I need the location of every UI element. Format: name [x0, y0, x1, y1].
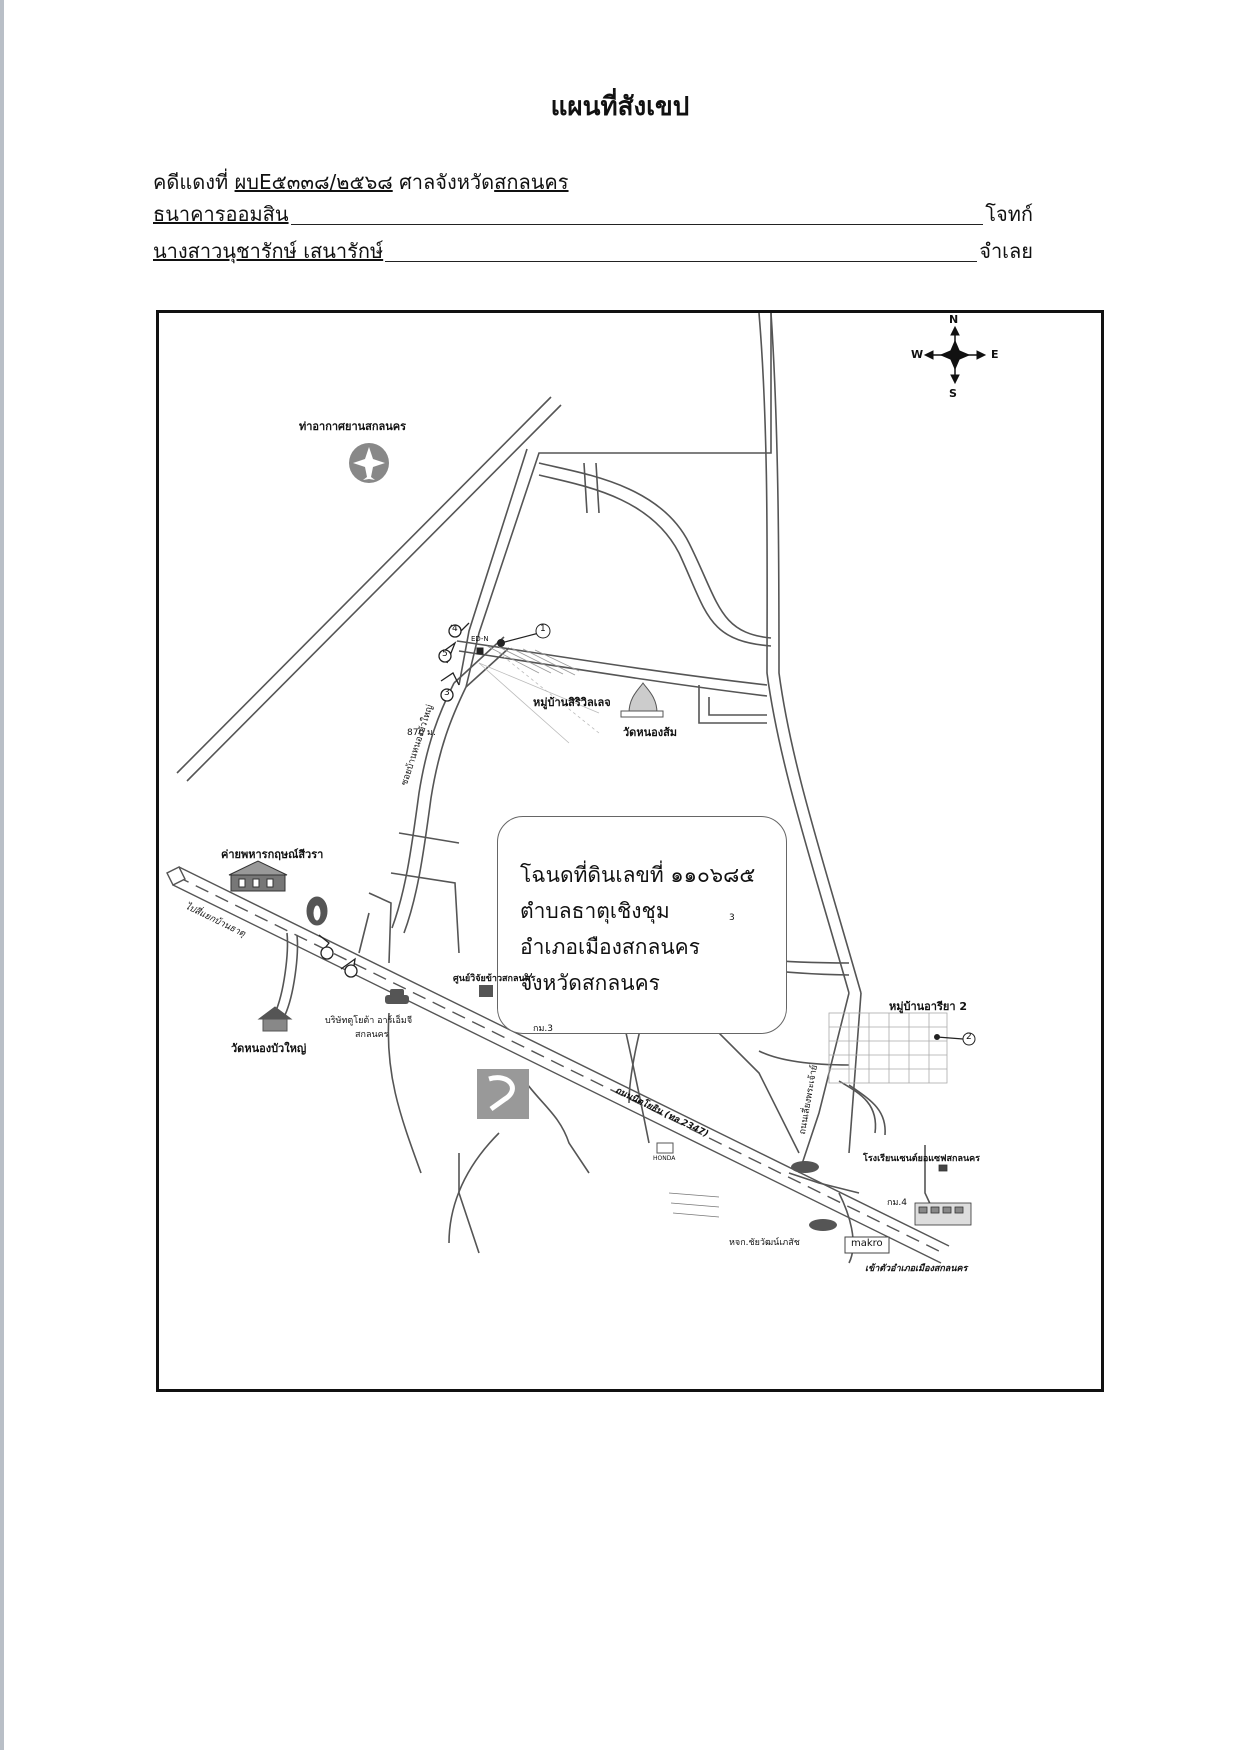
- label-km3: กม.3: [533, 1024, 553, 1034]
- label-army-camp: ค่ายพหารกฤษณ์สีวรา: [221, 848, 324, 861]
- honda-icon: [656, 1142, 674, 1154]
- court-prefix: ศาลจังหวัด: [392, 170, 495, 194]
- compass-w: W: [911, 348, 924, 361]
- rice-center-icon: [479, 985, 493, 997]
- defendant-name: นางสาวนุชารักษ์ เสนารักษ์: [153, 239, 384, 263]
- army-camp-icon: [228, 860, 288, 892]
- marker-1: 1: [540, 624, 546, 634]
- defendant-role: จำเลย: [979, 239, 1033, 263]
- label-to-city: เข้าตัวอำเภอเมืองสกลนคร: [865, 1264, 968, 1274]
- marker-2: 2: [966, 1032, 972, 1042]
- label-shop: หจก.ชัยวัฒน์เภสัช: [729, 1238, 800, 1248]
- deed-info-box: โฉนดที่ดินเลขที่ ๑๑๐๖๘๕ ตำบลธาตุเชิงชุม …: [497, 816, 787, 1034]
- village-ariya-grid: [828, 1012, 948, 1084]
- defendant-line: นางสาวนุชารักษ์ เสนารักษ์ จำเลย: [153, 239, 1033, 267]
- sketch-map: โฉนดที่ดินเลขที่ ๑๑๐๖๘๕ ตำบลธาตุเชิงชุม …: [156, 310, 1104, 1392]
- village-siri-hatch: [478, 645, 600, 744]
- makro-box: [844, 1236, 890, 1254]
- marker-4: 4: [452, 624, 458, 634]
- map-drawing: [166, 313, 987, 1264]
- compass-s: S: [949, 387, 957, 400]
- airport-runway: [176, 396, 562, 782]
- scan-edge: [0, 0, 4, 1750]
- plaintiff-role: โจทก์: [985, 202, 1033, 226]
- label-makro: makro: [851, 1238, 883, 1249]
- plaintiff-name: ธนาคารออมสิน: [153, 202, 289, 226]
- nissan-icon: [791, 1161, 819, 1173]
- label-honda: HONDA: [653, 1155, 676, 1162]
- label-toyota: บริษัทตูโยต้า อาร์เอ็มจี: [325, 1016, 413, 1026]
- compass-e: E: [991, 348, 999, 361]
- point-code: ED-N: [471, 635, 489, 643]
- label-school: โรงเรียนเซนต์ยอแซฟสกลนคร: [863, 1154, 981, 1164]
- marker-3b: 3: [729, 913, 735, 923]
- compass-icon: [923, 325, 987, 385]
- marker-3: 3: [444, 688, 450, 698]
- court-province: สกลนคร: [494, 170, 569, 194]
- deed-line-4: จังหวัดสกลนคร: [520, 971, 660, 995]
- plaintiff-line: ธนาคารออมสิน โจทก์: [153, 202, 1033, 230]
- label-village-siri: หมู่บ้านสิริวิลเลจ: [533, 696, 611, 709]
- compass-n: N: [949, 313, 959, 326]
- label-airport: ท่าอากาศยานสกลนคร: [299, 420, 407, 433]
- label-wat-nong-bua: วัดหนองบัวใหญ่: [231, 1042, 307, 1055]
- temple-icons: [257, 682, 664, 1032]
- plot-markers: [476, 623, 976, 1046]
- deed-line-3: อำเภอเมืองสกลนคร: [520, 935, 701, 959]
- label-distance: 870 ม.: [407, 728, 436, 738]
- label-toyota-2: สกลนคร: [355, 1030, 389, 1040]
- plaintiff-rule: [290, 224, 984, 225]
- case-number: ผบE๕๓๓๘/๒๕๖๘: [234, 170, 393, 194]
- airport-icon: [349, 443, 389, 483]
- label-wat-nong-som: วัดหนองส้ม: [623, 726, 678, 739]
- defendant-rule: [385, 261, 978, 262]
- label-village-ariya: หมู่บ้านอารียา 2: [889, 1000, 967, 1013]
- label-rice-center: ศูนย์วิจัยข้าวสกลนคร: [453, 974, 536, 984]
- soi-road: [391, 682, 455, 929]
- case-prefix: คดีแดงที่: [153, 170, 235, 194]
- ford-icon: [809, 1219, 837, 1231]
- deed-line-1: โฉนดที่ดินเลขที่ ๑๑๐๖๘๕: [520, 863, 756, 887]
- marker-5: 5: [442, 649, 448, 659]
- school-icon: [914, 1164, 972, 1226]
- view-markers: [318, 622, 470, 978]
- page-title: แผนที่สังเขป: [550, 92, 690, 122]
- highway: [166, 866, 950, 1264]
- logo-mark: [477, 1069, 529, 1119]
- deed-line-2: ตำบลธาตุเชิงชุม: [520, 899, 670, 923]
- label-km4: กม.4: [887, 1198, 907, 1208]
- case-line: คดีแดงที่ ผบE๕๓๓๘/๒๕๖๘ ศาลจังหวัดสกลนคร: [153, 166, 569, 198]
- car-icon: [385, 989, 409, 1004]
- shop-icons: [668, 1192, 720, 1218]
